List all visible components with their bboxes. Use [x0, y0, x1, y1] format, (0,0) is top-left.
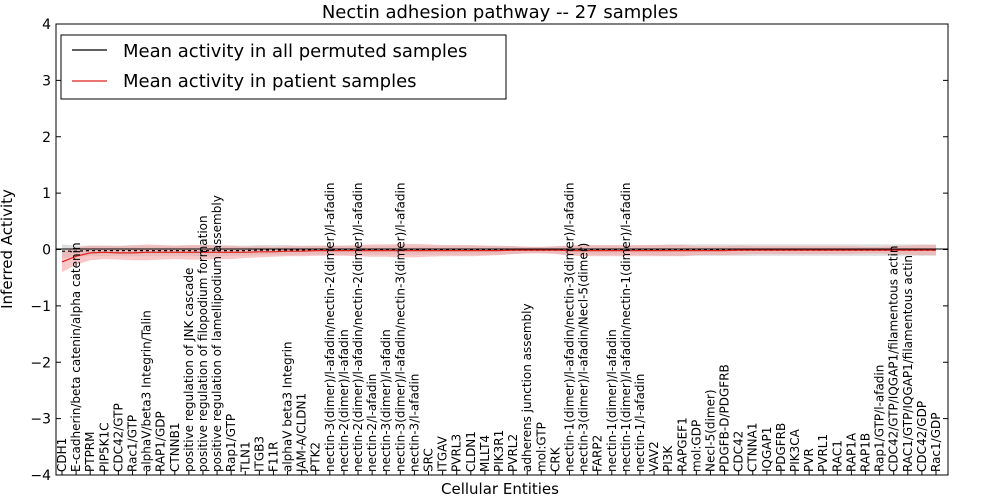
category-label: FARP2: [591, 435, 605, 472]
category-label: positive regulation of filopodium format…: [196, 215, 210, 472]
category-label: PVRL1: [816, 434, 830, 472]
category-label: PDGFB-D/PDGFRB: [718, 364, 732, 472]
line-series-1: [61, 249, 936, 263]
category-label: PVRL3: [450, 434, 464, 472]
category-label: CDC42/GTP/IQGAP1/filamentous actin: [887, 246, 901, 472]
category-label: E-cadherin/beta catenin/alpha catenin: [69, 242, 83, 472]
category-label: Rap1/GTP/l-afadin: [873, 365, 887, 472]
category-label: positive regulation of lamellipodium ass…: [210, 195, 224, 472]
legend-box: [60, 34, 507, 100]
category-label: CDH1: [55, 438, 69, 472]
category-label: RAPGEF1: [675, 417, 689, 472]
category-label: nectin-1(dimer)/l-afadin: [605, 329, 619, 472]
category-label: nectin-3/l-afadin: [407, 374, 421, 472]
category-label: VAV2: [647, 441, 661, 472]
category-label: CDC42: [732, 431, 746, 472]
category-label: RAC1/GTP/IQGAP1/filamentous actin: [901, 255, 915, 472]
category-label: PI3K: [661, 445, 675, 472]
category-label: alphaV/beta3 Integrin/Talin: [140, 310, 154, 472]
category-label: ITGB3: [252, 436, 266, 472]
category-label: Necl-5(dimer): [704, 389, 718, 472]
category-label: positive regulation of JNK cascade: [182, 268, 196, 472]
category-label: PDGFRB: [774, 423, 788, 472]
category-label: SRC: [422, 448, 436, 472]
category-label: nectin-3(dimer)/l-afadin/nectin-2(dimer)…: [323, 183, 337, 472]
category-label: CDC42/GDP: [915, 401, 929, 472]
category-label: Rap1/GTP: [224, 414, 238, 472]
category-label: nectin-1(dimer)/l-afadin/nectin-1(dimer)…: [619, 183, 633, 472]
category-label: PIK3R1: [492, 430, 506, 472]
y-tick-label: 4: [42, 17, 51, 33]
category-label: Rac1/GTP: [126, 415, 140, 472]
series-lines: [61, 249, 936, 263]
category-label: CRK: [548, 446, 562, 472]
category-label: nectin-3(dimer)/l-afadin/Necl-5(dimer): [577, 243, 591, 472]
category-label: nectin-2(dimer)/l-afadin/nectin-2(dimer)…: [351, 183, 365, 472]
category-label: PIK3CA: [788, 428, 802, 472]
category-label: CLDN1: [464, 431, 478, 472]
legend-label-patient: Mean activity in patient samples: [123, 71, 417, 92]
category-label: MLLT4: [478, 435, 492, 472]
category-label: RAP1B: [859, 433, 873, 472]
legend-label-permuted: Mean activity in all permuted samples: [123, 41, 467, 62]
category-label: JAM-A/CLDN1: [295, 393, 309, 473]
plot-frame: [55, 23, 949, 476]
category-label: TLN1: [238, 441, 252, 473]
y-axis-ticks: 4 3 2 1 0 −1 −2 −3 −4: [30, 17, 948, 484]
y-tick-label: 1: [42, 186, 51, 202]
category-label: adherens junction assembly: [520, 303, 534, 472]
category-label: PTPRM: [83, 432, 97, 473]
category-label: PVRL2: [506, 434, 520, 472]
category-label: CTNNA1: [746, 422, 760, 472]
category-label: nectin-3(dimer)/l-afadin: [379, 329, 393, 472]
y-axis-label: Inferred Activity: [0, 189, 16, 309]
category-label: mol:GDP: [689, 420, 703, 472]
y-tick-label: −3: [30, 412, 51, 428]
legend: Mean activity in all permuted samples Me…: [60, 34, 507, 100]
category-label: mol:GTP: [534, 422, 548, 472]
category-label: nectin-2(dimer)/l-afadin: [337, 329, 351, 472]
category-label: PIP5K1C: [97, 422, 111, 472]
category-label: CDC42/GTP: [111, 403, 125, 472]
category-label: RAP1/GDP: [154, 411, 168, 472]
category-label: RAP1A: [844, 432, 858, 472]
category-label: nectin-2/l-afadin: [365, 374, 379, 472]
y-tick-label: −1: [30, 299, 51, 315]
category-label: nectin-3(dimer)/l-afadin/nectin-3(dimer)…: [393, 183, 407, 472]
category-label: nectin-1(dimer)/l-afadin/nectin-3(dimer)…: [563, 183, 577, 472]
category-label: alphaV beta3 Integrin: [281, 341, 295, 472]
y-tick-label: 3: [42, 73, 51, 89]
chart-title: Nectin adhesion pathway -- 27 samples: [322, 2, 678, 23]
category-label: Rac1/GDP: [929, 413, 943, 472]
category-label: IQGAP1: [760, 427, 774, 472]
category-label: nectin-1/l-afadin: [633, 374, 647, 472]
category-label: F11R: [267, 441, 281, 472]
category-label: RAC1: [830, 440, 844, 472]
category-label: CTNNB1: [168, 422, 182, 472]
category-label: PVR: [802, 448, 816, 472]
y-tick-label: 2: [42, 130, 51, 146]
category-label: PTK2: [309, 442, 323, 472]
y-tick-label: −4: [30, 468, 51, 484]
category-label: ITGAV: [436, 435, 450, 472]
y-tick-label: 0: [42, 243, 51, 259]
x-axis-label: Cellular Entities: [441, 480, 559, 498]
y-tick-label: −2: [30, 355, 51, 371]
